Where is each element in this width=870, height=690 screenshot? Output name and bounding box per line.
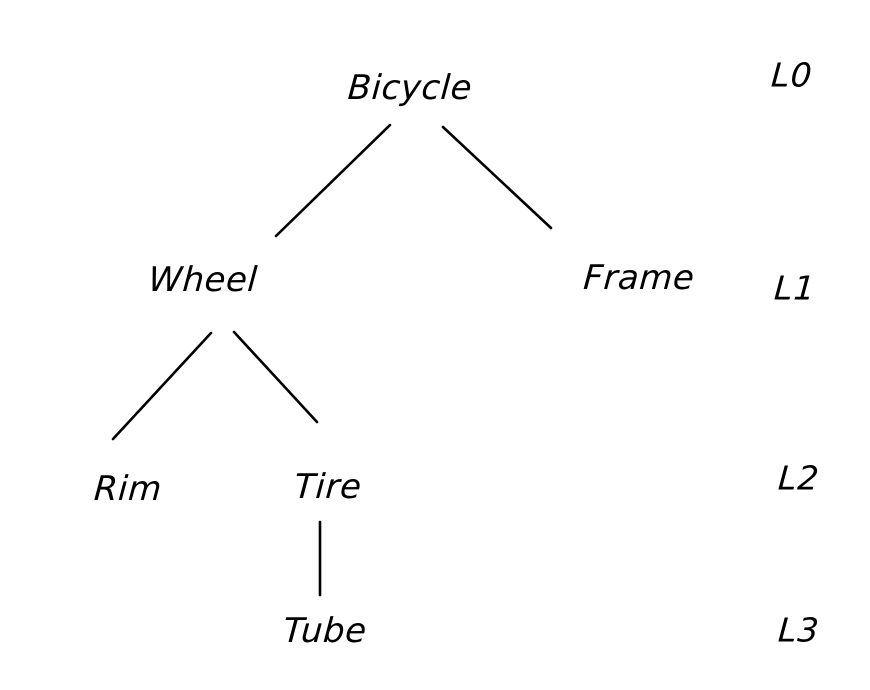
edge-wheel-rim bbox=[111, 331, 213, 441]
node-rim[interactable]: Rim bbox=[92, 469, 164, 509]
node-tube[interactable]: Tube bbox=[281, 611, 369, 651]
node-bicycle[interactable]: Bicycle bbox=[346, 68, 474, 108]
level-label-l2: L2 bbox=[776, 458, 822, 498]
node-frame[interactable]: Frame bbox=[582, 258, 696, 298]
node-wheel[interactable]: Wheel bbox=[147, 260, 259, 300]
node-tire[interactable]: Tire bbox=[293, 467, 363, 507]
edge-wheel-tire bbox=[232, 330, 319, 424]
level-label-l1: L1 bbox=[772, 268, 818, 308]
level-label-l0: L0 bbox=[769, 55, 815, 95]
edge-bicycle-frame bbox=[441, 125, 553, 230]
level-label-l3: L3 bbox=[776, 610, 822, 650]
edge-bicycle-wheel bbox=[274, 123, 392, 238]
